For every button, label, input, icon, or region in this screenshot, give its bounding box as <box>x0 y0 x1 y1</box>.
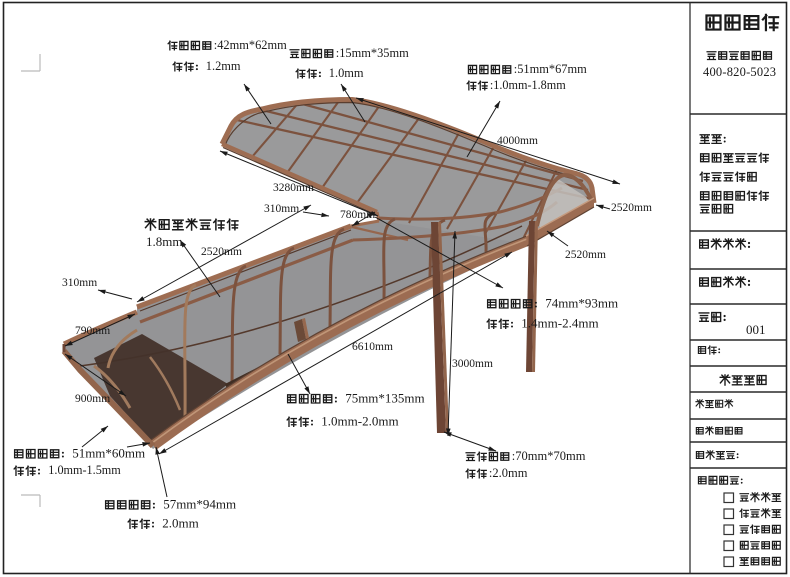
svg-text:3280mm: 3280mm <box>273 182 314 194</box>
svg-text:900mm: 900mm <box>75 393 110 405</box>
svg-text:57mm*94mm: 57mm*94mm <box>163 496 236 511</box>
svg-text:2520mm: 2520mm <box>611 202 652 214</box>
svg-text:6610mm: 6610mm <box>352 341 393 353</box>
svg-text:310mm: 310mm <box>62 277 97 289</box>
svg-text::2.0mm: :2.0mm <box>489 466 528 480</box>
svg-text:790mm: 790mm <box>75 325 110 337</box>
svg-text:001: 001 <box>746 322 766 337</box>
svg-text:2.0mm: 2.0mm <box>162 515 198 530</box>
svg-text:4000mm: 4000mm <box>497 135 538 147</box>
svg-text::70mm*70mm: :70mm*70mm <box>512 449 586 463</box>
svg-text::42mm*62mm: :42mm*62mm <box>214 38 287 52</box>
svg-text:780mm: 780mm <box>340 209 375 221</box>
svg-text:74mm*93mm: 74mm*93mm <box>545 295 618 310</box>
svg-text::1.0mm-1.8mm: :1.0mm-1.8mm <box>490 78 566 92</box>
svg-text::15mm*35mm: :15mm*35mm <box>336 46 409 60</box>
svg-text::51mm*67mm: :51mm*67mm <box>514 62 587 76</box>
svg-text:2520mm: 2520mm <box>565 249 606 261</box>
svg-text:51mm*60mm: 51mm*60mm <box>72 445 145 460</box>
svg-text:310mm: 310mm <box>264 203 299 215</box>
svg-text:1.8mm: 1.8mm <box>146 234 182 249</box>
svg-text:1.0mm: 1.0mm <box>329 66 364 80</box>
svg-text:2520mm: 2520mm <box>201 246 242 258</box>
svg-text:3000mm: 3000mm <box>452 358 493 370</box>
svg-text:1.0mm-2.0mm: 1.0mm-2.0mm <box>321 413 398 428</box>
svg-text:1.2mm: 1.2mm <box>206 59 241 73</box>
svg-text:400-820-5023: 400-820-5023 <box>703 65 776 79</box>
svg-text:1.4mm-2.4mm: 1.4mm-2.4mm <box>521 315 598 330</box>
svg-text:75mm*135mm: 75mm*135mm <box>345 390 424 405</box>
svg-text:1.0mm-1.5mm: 1.0mm-1.5mm <box>48 463 121 477</box>
